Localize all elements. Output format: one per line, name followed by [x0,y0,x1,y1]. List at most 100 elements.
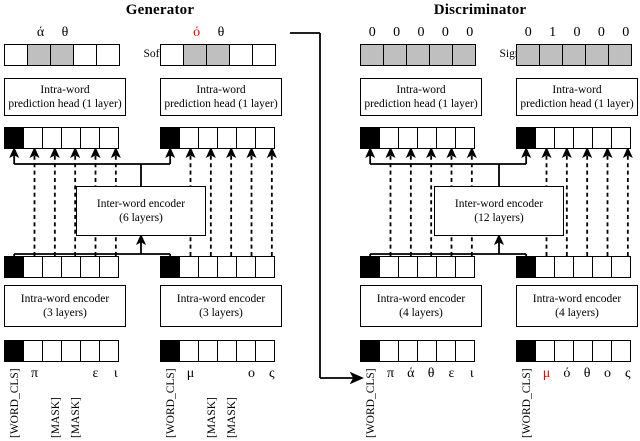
output-row-generator-word-2-cell-2[interactable] [183,44,208,66]
state-row-discriminator-word-2-cell-5[interactable] [591,127,613,149]
embedding-row-generator-word-1-cell-4[interactable] [60,340,82,362]
embedding-row-discriminator-word-1-cell-3[interactable] [397,340,419,362]
embedding-row-generator-word-1-cell-1[interactable] [4,340,25,362]
output-row-discriminator-word-1-cell-1[interactable] [360,44,385,66]
embedding-row-discriminator-word-1-cell-2[interactable] [378,340,400,362]
output-row-discriminator-word-1-cell-3[interactable] [406,44,431,66]
state-row-generator-word-2-cell-2[interactable] [178,127,200,149]
encoded-row-discriminator-word-2-cell-4[interactable] [572,256,594,278]
state-row-generator-word-1-cell-4[interactable] [60,127,82,149]
output-row-generator-word-2-cell-3[interactable] [206,44,231,66]
state-row-generator-word-1-cell-5[interactable] [79,127,101,149]
output-row-discriminator-word-2-cell-4[interactable] [585,44,610,66]
embedding-row-generator-word-2-cell-4[interactable] [216,340,238,362]
intra-word-encoder-generator-word-2[interactable]: Intra-word encoder(3 layers) [160,285,282,327]
output-row-generator-word-2-cell-1[interactable] [160,44,185,66]
encoded-row-generator-word-1-cell-5[interactable] [79,256,101,278]
encoded-row-discriminator-word-1-cell-1[interactable] [360,256,381,278]
embedding-row-discriminator-word-1-cell-5[interactable] [435,340,457,362]
intra-word-encoder-discriminator-word-2[interactable]: Intra-word encoder(4 layers) [516,285,638,327]
embedding-row-generator-word-1-cell-2[interactable] [22,340,44,362]
encoded-row-discriminator-word-1-cell-2[interactable] [378,256,400,278]
encoded-row-generator-word-1-cell-3[interactable] [41,256,63,278]
intra-word-encoder-discriminator-word-1[interactable]: Intra-word encoder(4 layers) [360,285,482,327]
embedding-row-generator-word-2-cell-5[interactable] [235,340,257,362]
output-row-generator-word-1-cell-5[interactable] [96,44,121,66]
embedding-row-generator-word-1-cell-3[interactable] [41,340,63,362]
embedding-row-generator-word-2-cell-3[interactable] [197,340,219,362]
output-row-generator-word-2-cell-4[interactable] [229,44,254,66]
embedding-row-generator-word-2-cell-1[interactable] [160,340,181,362]
output-row-generator-word-1-cell-3[interactable] [50,44,75,66]
encoded-row-discriminator-word-2-cell-3[interactable] [553,256,575,278]
encoded-row-discriminator-word-1-cell-6[interactable] [454,256,476,278]
encoded-row-discriminator-word-1-cell-4[interactable] [416,256,438,278]
encoded-row-discriminator-word-2-cell-2[interactable] [534,256,556,278]
embedding-row-generator-word-2-cell-2[interactable] [178,340,200,362]
encoded-row-discriminator-word-2-cell-6[interactable] [610,256,632,278]
encoded-row-generator-word-1-cell-6[interactable] [98,256,120,278]
encoded-row-discriminator-word-2-cell-1[interactable] [516,256,537,278]
embedding-row-generator-word-1-cell-5[interactable] [79,340,101,362]
state-row-discriminator-word-1-cell-2[interactable] [378,127,400,149]
state-row-discriminator-word-2-cell-4[interactable] [572,127,594,149]
encoded-row-generator-word-1-cell-2[interactable] [22,256,44,278]
state-row-discriminator-word-1-cell-4[interactable] [416,127,438,149]
state-row-discriminator-word-1-cell-5[interactable] [435,127,457,149]
intra-word-encoder-generator-word-1[interactable]: Intra-word encoder(3 layers) [4,285,126,327]
embedding-row-discriminator-word-1-cell-4[interactable] [416,340,438,362]
output-row-discriminator-word-2-cell-2[interactable] [539,44,564,66]
encoded-row-generator-word-2-cell-1[interactable] [160,256,181,278]
state-row-generator-word-2-cell-6[interactable] [254,127,276,149]
output-row-discriminator-word-2-cell-1[interactable] [516,44,541,66]
state-row-discriminator-word-1-cell-3[interactable] [397,127,419,149]
state-row-generator-word-1-cell-1[interactable] [4,127,25,149]
output-row-discriminator-word-2-cell-3[interactable] [562,44,587,66]
embedding-row-discriminator-word-2-cell-1[interactable] [516,340,537,362]
embedding-row-discriminator-word-2-cell-2[interactable] [534,340,556,362]
state-row-discriminator-word-1-cell-1[interactable] [360,127,381,149]
state-row-generator-word-2-cell-4[interactable] [216,127,238,149]
output-row-generator-word-1-cell-2[interactable] [27,44,52,66]
state-row-generator-word-2-cell-3[interactable] [197,127,219,149]
encoded-row-discriminator-word-1-cell-5[interactable] [435,256,457,278]
encoded-row-generator-word-2-cell-2[interactable] [178,256,200,278]
embedding-row-generator-word-2-cell-6[interactable] [254,340,276,362]
state-row-generator-word-1-cell-3[interactable] [41,127,63,149]
state-row-discriminator-word-2-cell-1[interactable] [516,127,537,149]
encoded-row-generator-word-2-cell-3[interactable] [197,256,219,278]
output-row-discriminator-word-1-cell-5[interactable] [452,44,477,66]
embedding-row-discriminator-word-2-cell-6[interactable] [610,340,632,362]
state-row-discriminator-word-2-cell-6[interactable] [610,127,632,149]
inter-word-encoder-discriminator[interactable]: Inter-word encoder(12 layers) [434,186,564,236]
embedding-row-discriminator-word-2-cell-3[interactable] [553,340,575,362]
state-row-generator-word-2-cell-1[interactable] [160,127,181,149]
encoded-row-discriminator-word-1-cell-3[interactable] [397,256,419,278]
state-row-discriminator-word-1-cell-6[interactable] [454,127,476,149]
state-row-discriminator-word-2-cell-3[interactable] [553,127,575,149]
output-row-discriminator-word-1-cell-4[interactable] [429,44,454,66]
state-row-generator-word-1-cell-2[interactable] [22,127,44,149]
output-row-generator-word-1-cell-4[interactable] [73,44,98,66]
embedding-row-discriminator-word-2-cell-5[interactable] [591,340,613,362]
encoded-row-generator-word-1-cell-1[interactable] [4,256,25,278]
output-row-discriminator-word-1-cell-2[interactable] [383,44,408,66]
encoded-row-generator-word-2-cell-6[interactable] [254,256,276,278]
state-row-discriminator-word-2-cell-2[interactable] [534,127,556,149]
encoded-row-generator-word-1-cell-4[interactable] [60,256,82,278]
inter-word-encoder-generator[interactable]: Inter-word encoder(6 layers) [76,186,206,236]
state-row-generator-word-2-cell-5[interactable] [235,127,257,149]
embedding-row-generator-word-1-cell-6[interactable] [98,340,120,362]
embedding-row-discriminator-word-1-cell-1[interactable] [360,340,381,362]
encoded-row-discriminator-word-2-cell-5[interactable] [591,256,613,278]
embedding-row-discriminator-word-1-cell-6[interactable] [454,340,476,362]
state-row-generator-word-1-cell-6[interactable] [98,127,120,149]
encoded-row-generator-word-2-cell-4[interactable] [216,256,238,278]
encoded-row-generator-word-2-cell-5[interactable] [235,256,257,278]
output-row-discriminator-word-2-cell-5[interactable] [608,44,633,66]
embedding-row-discriminator-word-2-cell-4[interactable] [572,340,594,362]
